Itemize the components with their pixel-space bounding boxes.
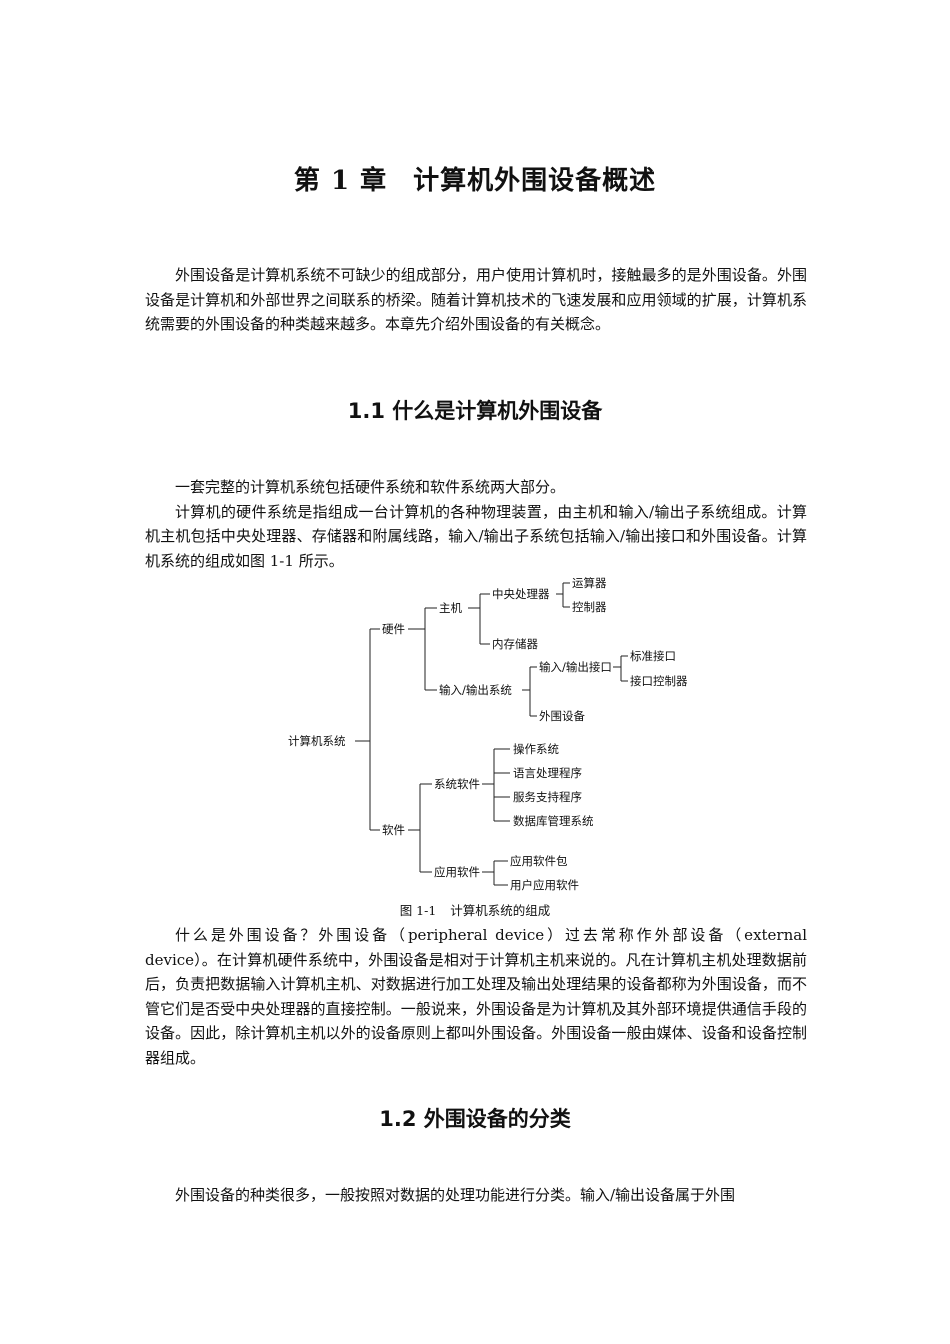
node-service-programs: 服务支持程序	[513, 790, 582, 804]
intro-paragraph: 外围设备是计算机系统不可缺少的组成部分，用户使用计算机时，接触最多的是外围设备。…	[145, 266, 807, 333]
section-2-body: 外围设备的种类很多，一般按照对数据的处理功能进行分类。输入/输出设备属于外围	[145, 1183, 807, 1208]
node-io-interface: 输入/输出接口	[539, 660, 612, 674]
node-application-software: 应用软件	[434, 865, 480, 879]
node-cpu: 中央处理器	[492, 587, 550, 601]
node-peripheral: 外围设备	[539, 709, 585, 723]
node-dbms: 数据库管理系统	[513, 814, 594, 828]
section-1-body-top: 一套完整的计算机系统包括硬件系统和软件系统两大部分。 计算机的硬件系统是指组成一…	[145, 475, 807, 573]
figure-number: 图 1-1	[399, 903, 437, 918]
node-hardware: 硬件	[382, 622, 405, 636]
node-language-processor: 语言处理程序	[513, 766, 582, 780]
node-host: 主机	[439, 601, 462, 615]
intro-block: 外围设备是计算机系统不可缺少的组成部分，用户使用计算机时，接触最多的是外围设备。…	[145, 263, 807, 337]
node-os: 操作系统	[513, 742, 559, 756]
chapter-name: 计算机外围设备概述	[413, 166, 657, 196]
section-1-paragraph-2: 计算机的硬件系统是指组成一台计算机的各种物理装置，由主机和输入/输出子系统组成。…	[145, 502, 807, 570]
section-2-heading: 1.2 外围设备的分类	[379, 1107, 571, 1131]
node-controller: 控制器	[572, 600, 607, 614]
figure-caption-text: 计算机系统的组成	[450, 903, 551, 918]
section-1-paragraph-3: 什么是外围设备？外围设备（peripheral device）过去常称作外部设备…	[145, 926, 807, 1067]
node-user-application: 用户应用软件	[510, 878, 579, 892]
node-application-package: 应用软件包	[510, 854, 568, 868]
node-standard-interface: 标准接口	[630, 649, 676, 663]
section-2-paragraph-1: 外围设备的种类很多，一般按照对数据的处理功能进行分类。输入/输出设备属于外围	[175, 1186, 736, 1204]
node-system-software: 系统软件	[434, 777, 480, 791]
system-composition-tree: 计算机系统 硬件 主机 中央处理器 运算器 控制器 内存储器 输入/输出系统 输…	[288, 576, 688, 892]
node-interface-controller: 接口控制器	[630, 674, 688, 688]
figure-caption: 图 1-1 计算机系统的组成	[0, 900, 950, 919]
node-memory: 内存储器	[492, 637, 538, 651]
section-1-heading: 1.1 什么是计算机外围设备	[347, 399, 603, 423]
node-io-system: 输入/输出系统	[439, 683, 512, 697]
node-software: 软件	[382, 823, 405, 837]
section-1-body-bottom: 什么是外围设备？外围设备（peripheral device）过去常称作外部设备…	[145, 923, 807, 1070]
node-root: 计算机系统	[288, 734, 346, 748]
node-alu: 运算器	[572, 576, 607, 590]
section-1-paragraph-1: 一套完整的计算机系统包括硬件系统和软件系统两大部分。	[175, 478, 566, 496]
chapter-number: 第 1 章	[293, 166, 388, 196]
chapter-title: 第 1 章计算机外围设备概述	[0, 160, 950, 197]
